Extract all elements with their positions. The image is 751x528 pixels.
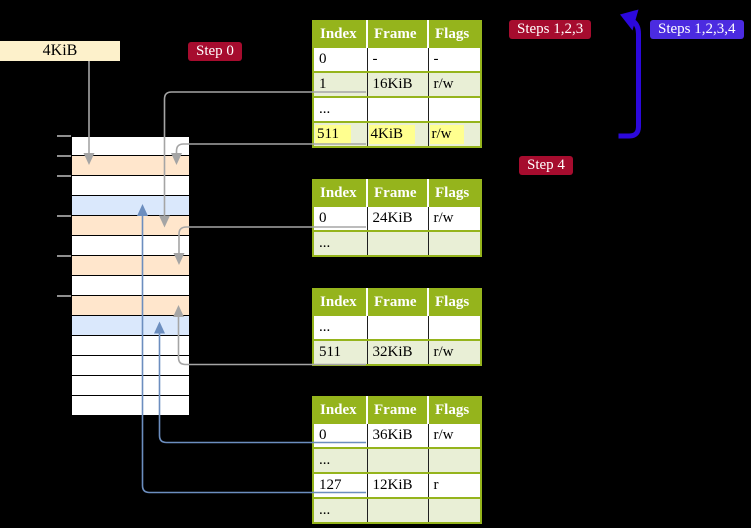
cell-index: ... — [313, 497, 367, 523]
memory-frame-row-white — [71, 356, 190, 376]
connector-steps-loop-arrow — [618, 17, 641, 139]
cell-frame: 36KiB — [366, 422, 428, 448]
cell-frame — [366, 96, 428, 122]
table-row: 0-- — [313, 46, 481, 72]
memory-frame-row-peach — [71, 216, 190, 236]
cell-frame: - — [366, 46, 428, 72]
cell-frame: 24KiB — [366, 205, 428, 231]
memory-frame-row-white — [71, 336, 190, 356]
cell-frame: 16KiB — [366, 71, 428, 97]
highlighted-value: r/w — [429, 125, 464, 144]
frame-size-label: 4KiB — [0, 41, 120, 61]
cell-index: ... — [313, 96, 367, 122]
memory-frame-row-peach — [71, 296, 190, 316]
cell-flags — [427, 497, 481, 523]
cell-index: ... — [313, 447, 367, 473]
cell-flags: r/w — [427, 339, 481, 365]
table-row: ... — [313, 230, 481, 256]
memory-frame-row-white — [71, 236, 190, 256]
column-header-frame: Frame — [366, 289, 428, 315]
memory-frame-row-white — [71, 396, 190, 416]
memory-tick — [57, 255, 71, 257]
memory-tick — [57, 135, 71, 137]
column-header-flags: Flags — [427, 397, 481, 423]
column-header-flags: Flags — [427, 289, 481, 315]
cell-index: 127 — [313, 472, 367, 498]
cell-flags: r/w — [427, 121, 481, 147]
cell-index: 511 — [313, 339, 367, 365]
cell-frame — [366, 230, 428, 256]
column-header-flags: Flags — [427, 180, 481, 206]
cell-index: 511 — [313, 121, 367, 147]
cell-flags — [427, 447, 481, 473]
column-header-index: Index — [313, 397, 367, 423]
cell-flags: r — [427, 472, 481, 498]
column-header-frame: Frame — [366, 397, 428, 423]
memory-frame-row-blue — [71, 196, 190, 216]
cell-frame: 32KiB — [366, 339, 428, 365]
table-row: 511 4KiB r/w — [313, 121, 481, 147]
memory-frame-row-white — [71, 376, 190, 396]
cell-flags — [427, 314, 481, 340]
memory-tick — [57, 175, 71, 177]
column-header-frame: Frame — [366, 21, 428, 47]
memory-frame-row-peach — [71, 156, 190, 176]
cell-frame — [366, 447, 428, 473]
cell-frame: 12KiB — [366, 472, 428, 498]
cell-index: ... — [313, 230, 367, 256]
table-row: ... — [313, 447, 481, 473]
column-header-index: Index — [313, 289, 367, 315]
column-header-index: Index — [313, 21, 367, 47]
cell-frame — [366, 314, 428, 340]
cell-flags: r/w — [427, 422, 481, 448]
badge-step-0: Step 0 — [188, 42, 242, 61]
cell-index: 0 — [313, 205, 367, 231]
table-row: ... — [313, 96, 481, 122]
cell-flags: - — [427, 46, 481, 72]
cell-flags — [427, 96, 481, 122]
column-header-frame: Frame — [366, 180, 428, 206]
memory-frame-row-white — [71, 276, 190, 296]
badge-step-4: Step 4 — [519, 156, 573, 175]
arrowhead-icon — [620, 9, 639, 31]
cell-index: 1 — [313, 71, 367, 97]
memory-frame-row-white — [71, 176, 190, 196]
cell-frame — [366, 497, 428, 523]
memory-frame-row-blue — [71, 316, 190, 336]
cell-flags: r/w — [427, 205, 481, 231]
column-header-flags: Flags — [427, 21, 481, 47]
memory-tick — [57, 155, 71, 157]
highlighted-value: 4KiB — [368, 125, 416, 144]
memory-frame-row-peach — [71, 256, 190, 276]
cell-flags: r/w — [427, 71, 481, 97]
highlighted-value: 511 — [315, 125, 351, 144]
cell-flags — [427, 230, 481, 256]
cell-index: ... — [313, 314, 367, 340]
memory-frame-row-white — [71, 136, 190, 156]
table-row: ... — [313, 497, 481, 523]
column-header-index: Index — [313, 180, 367, 206]
cell-index: 0 — [313, 46, 367, 72]
cell-index: 0 — [313, 422, 367, 448]
physical-memory-column — [71, 136, 190, 416]
memory-tick — [57, 295, 71, 297]
badge-steps-1-2-3-4: Steps 1,2,3,4 — [650, 20, 744, 39]
memory-tick — [57, 215, 71, 217]
table-row: ... — [313, 314, 481, 340]
badge-steps-1-2-3: Steps 1,2,3 — [509, 20, 592, 39]
cell-frame: 4KiB — [366, 121, 428, 147]
